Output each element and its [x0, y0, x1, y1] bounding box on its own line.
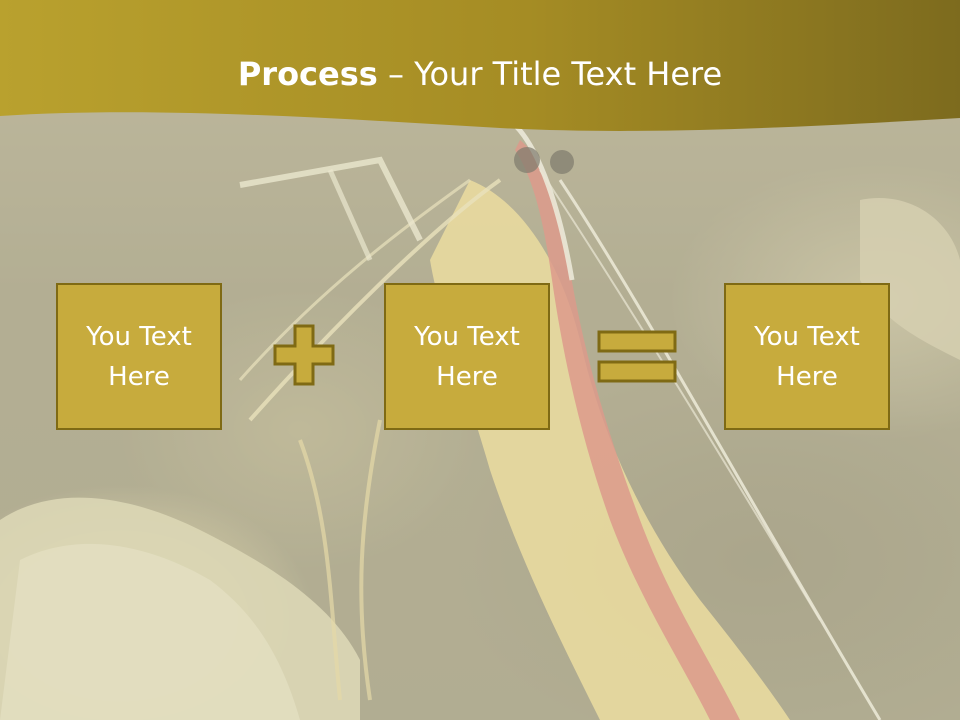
- process-box-1-text: You Text Here: [86, 321, 192, 392]
- process-box-2-text: You Text Here: [414, 321, 520, 392]
- title-bold: Process: [237, 55, 378, 93]
- title-band-wave: [0, 0, 960, 131]
- title-band: Process – Your Title Text Here: [0, 0, 960, 140]
- slide-title: Process – Your Title Text Here: [0, 54, 960, 94]
- process-box-3-text: You Text Here: [754, 321, 860, 392]
- process-box-1[interactable]: You Text Here: [56, 283, 222, 430]
- process-box-2[interactable]: You Text Here: [384, 283, 550, 430]
- plus-icon: [273, 324, 335, 386]
- process-box-3[interactable]: You Text Here: [724, 283, 890, 430]
- equals-icon: [597, 330, 677, 383]
- title-rest: – Your Title Text Here: [377, 55, 723, 93]
